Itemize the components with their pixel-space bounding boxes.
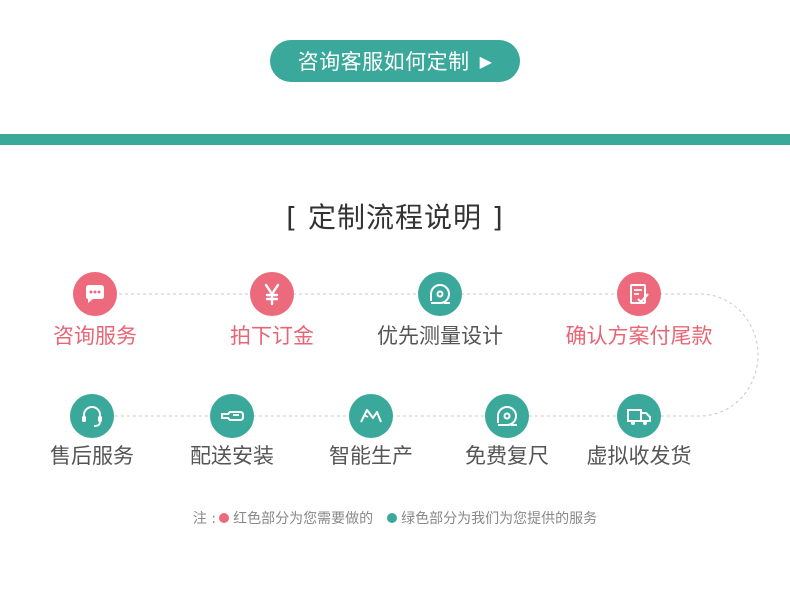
note-green-text: 绿色部分为我们为您提供的服务: [401, 511, 598, 527]
cta-label: 咨询客服如何定制: [297, 50, 470, 74]
play-icon: ▶: [479, 51, 493, 71]
divider-bar: [0, 134, 790, 145]
consult-customization-button[interactable]: 咨询客服如何定制 ▶: [270, 40, 520, 82]
production-icon: [349, 394, 393, 438]
checklist-icon: [617, 272, 661, 316]
note-red-text: 红色部分为您需要做的: [233, 511, 374, 527]
tape-measure-icon: [418, 272, 462, 316]
step-label: 免费复尺: [465, 444, 549, 468]
step-label: 虚拟收发货: [586, 444, 692, 468]
step-label: 优先测量设计: [377, 324, 503, 348]
green-dot-icon: [387, 513, 398, 523]
legend-note: 注 : 红色部分为您需要做的 绿色部分为我们为您提供的服务: [0, 508, 790, 528]
headset-icon: [70, 394, 114, 438]
section-title: [ 定制流程说明 ]: [286, 201, 504, 234]
note-prefix: 注 :: [192, 511, 217, 527]
step-label: 确认方案付尾款: [565, 324, 713, 348]
step-label: 配送安装: [190, 444, 274, 468]
step-label: 拍下订金: [230, 324, 314, 348]
wrench-icon: [210, 394, 254, 438]
red-dot-icon: [219, 513, 230, 523]
step-label: 咨询服务: [53, 324, 137, 348]
truck-icon: [617, 394, 661, 438]
step-label: 售后服务: [50, 444, 134, 468]
tape-measure-icon: [485, 394, 529, 438]
step-label: 智能生产: [329, 444, 413, 468]
yen-icon: [250, 272, 294, 316]
chat-icon: [73, 272, 117, 316]
